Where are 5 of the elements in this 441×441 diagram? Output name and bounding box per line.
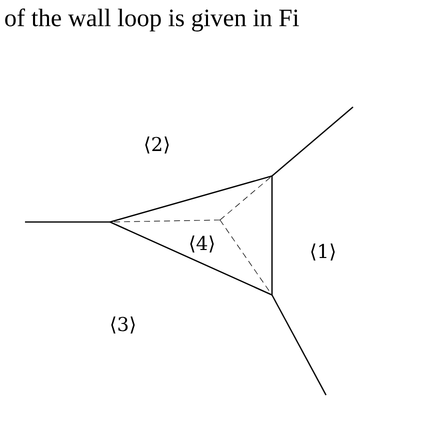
- region-label: ⟨4⟩: [190, 236, 214, 252]
- region-label: ⟨3⟩: [111, 316, 135, 334]
- region-label: ⟨1⟩: [311, 244, 335, 260]
- body-text: of the wall loop is given in Fi: [5, 8, 299, 32]
- region-label: ⟨2⟩: [145, 136, 169, 154]
